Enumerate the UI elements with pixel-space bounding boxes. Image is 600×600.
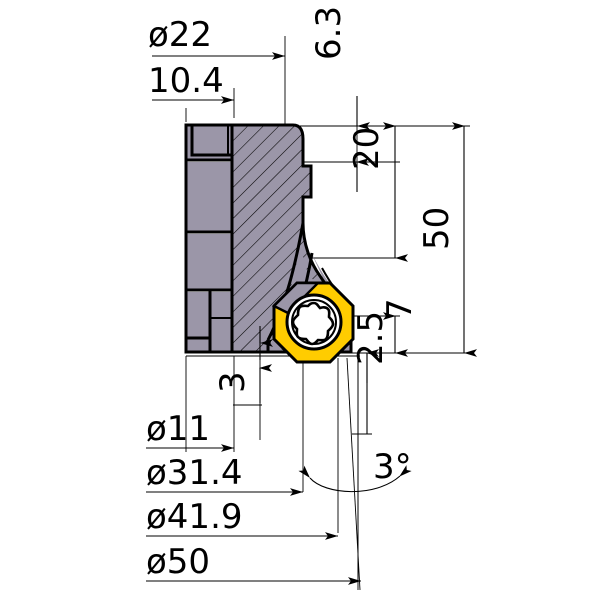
label-len-50: 50 bbox=[417, 207, 457, 250]
dim-len-2-5 bbox=[352, 349, 379, 435]
label-dia-50: ø50 bbox=[146, 542, 210, 582]
dim-angle-3deg bbox=[298, 357, 412, 591]
label-dia-22: ø22 bbox=[148, 15, 212, 55]
label-angle-3deg: 3° bbox=[373, 447, 412, 487]
dim-len-3 bbox=[233, 326, 273, 406]
label-len-6-3: 6.3 bbox=[309, 6, 349, 60]
label-len-7: 7 bbox=[380, 298, 420, 320]
bore-step bbox=[190, 125, 232, 157]
label-dia-11: ø11 bbox=[146, 409, 210, 449]
label-len-2-5: 2.5 bbox=[351, 311, 391, 365]
torx-screw bbox=[285, 293, 343, 351]
label-len-3: 3 bbox=[213, 371, 253, 393]
label-len-10-4: 10.4 bbox=[148, 61, 224, 101]
label-dia-41-9: ø41.9 bbox=[146, 497, 243, 537]
torx-star-icon bbox=[291, 301, 335, 346]
label-dia-31-4: ø31.4 bbox=[146, 453, 243, 493]
label-len-20: 20 bbox=[347, 127, 387, 170]
octagonal-insert bbox=[271, 281, 355, 364]
